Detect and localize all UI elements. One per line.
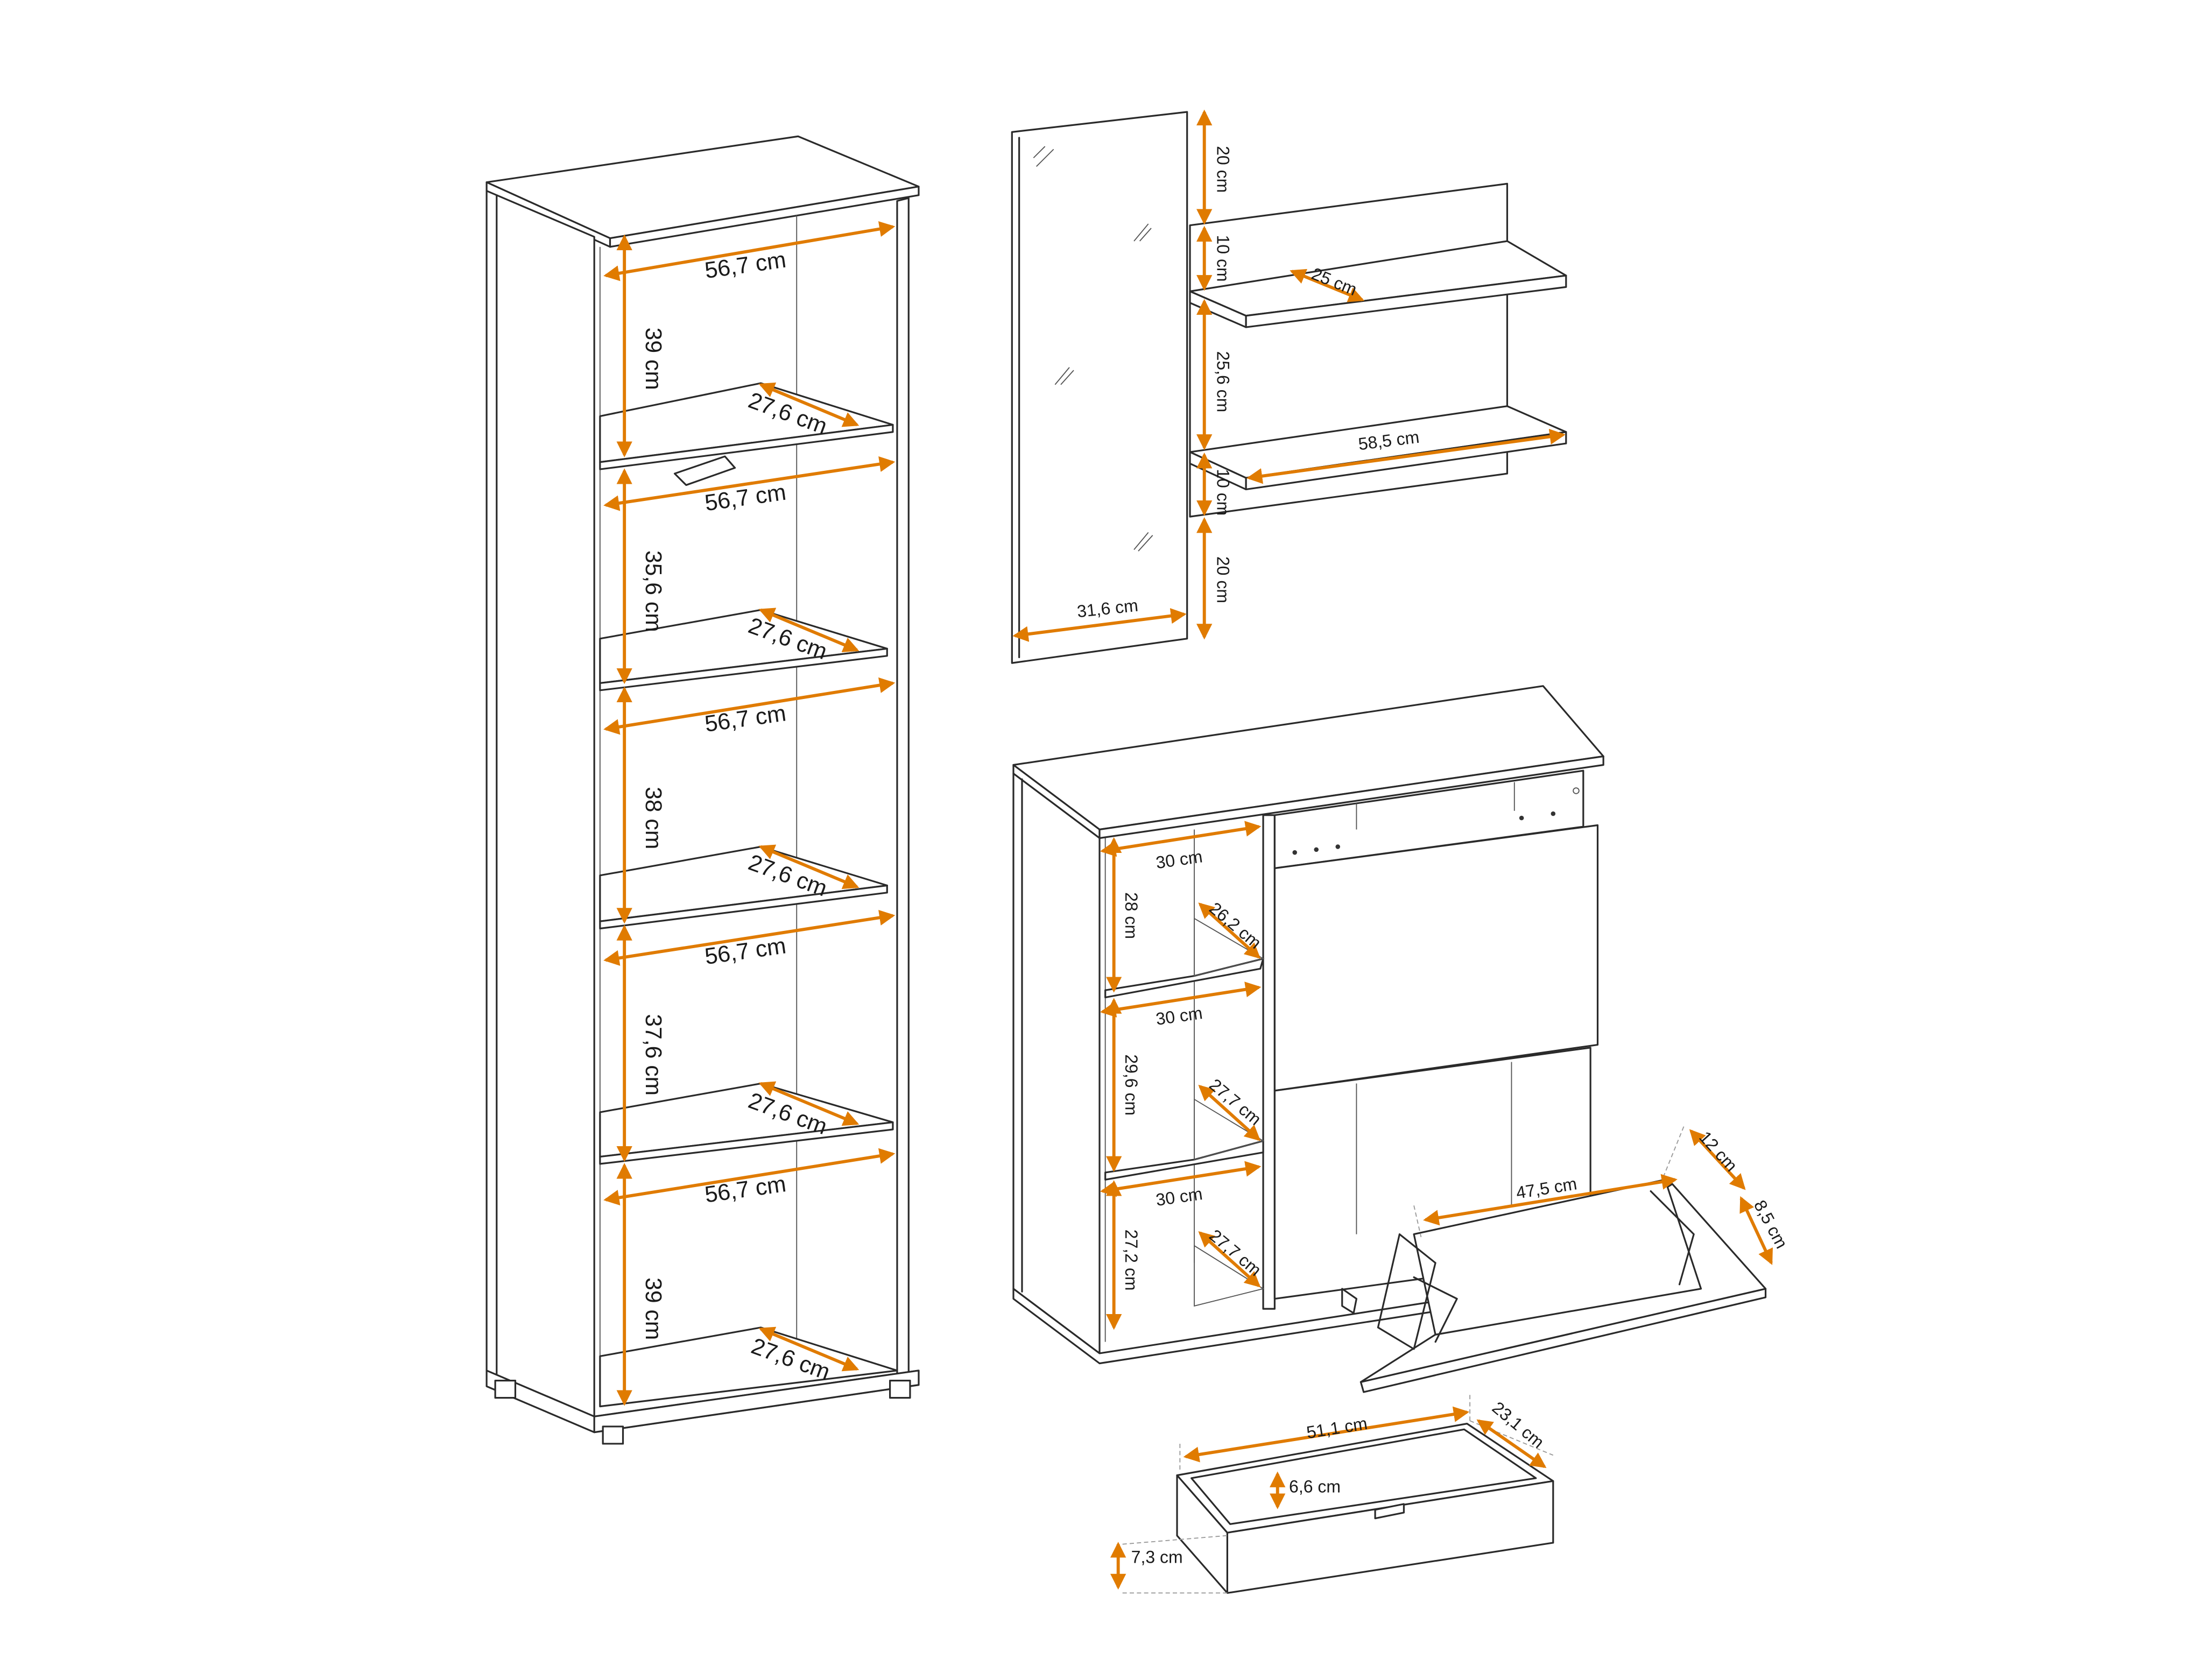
shelf-width-label-2: 56,7 cm [703, 479, 787, 517]
drawer-width-label: 51,1 cm [1305, 1414, 1369, 1442]
shelf-width-label-3: 56,7 cm [703, 700, 787, 737]
cabinet-shelf-width-label-2: 30 cm [1154, 1003, 1203, 1029]
drawer-inner-height-label: 6,6 cm [1289, 1477, 1341, 1496]
shelf-width-label-1: 56,7 cm [703, 247, 787, 284]
shoe-cabinet [1012, 685, 1767, 1393]
shelf-width-label-5: 56,7 cm [703, 1171, 787, 1208]
cabinet-compartment-height-label-2: 29,6 cm [1122, 1054, 1141, 1116]
cabinet-shelf-2 [1104, 1140, 1264, 1181]
wall-height-label-3: 25,6 cm [1214, 351, 1233, 412]
compartment-height-label-4: 37,6 cm [640, 1014, 666, 1096]
compartment-height-label-5: 39 cm [640, 1277, 666, 1340]
cabinet-shelf-depth-label-1: 26,2 cm [1206, 898, 1265, 952]
shelf-width-label-4: 56,7 cm [703, 933, 787, 970]
cabinet-compartment-height-label-3: 27,2 cm [1122, 1230, 1141, 1291]
tall-shelf-unit [485, 135, 920, 1445]
compartment-height-label-2: 35,6 cm [640, 550, 666, 632]
wall-height-label-4: 10 cm [1214, 469, 1233, 516]
shelf-unit-dimensions: 56,7 cm 56,7 cm 56,7 cm 56,7 cm 56,7 cm … [603, 221, 896, 1406]
flap-depth-label: 12 cm [1695, 1127, 1741, 1175]
shelf-3 [599, 845, 888, 930]
wall-panel [1189, 182, 1567, 518]
shelf-1 [599, 382, 894, 470]
mirror [1011, 111, 1188, 664]
compartment-height-label-1: 39 cm [640, 328, 666, 390]
cabinet-shelf-depth-label-2: 27,7 cm [1206, 1075, 1265, 1129]
wall-height-label-5: 20 cm [1214, 556, 1233, 603]
wall-height-label-1: 20 cm [1214, 146, 1233, 193]
cabinet-compartment-height-label-1: 28 cm [1122, 892, 1141, 939]
wall-panel-dimensions: 20 cm 10 cm 25,6 cm 10 cm 20 cm 25 cm 58… [1196, 109, 1566, 640]
cabinet-shelf-width-label-3: 30 cm [1154, 1184, 1203, 1210]
drawer-front-height-label: 7,3 cm [1131, 1547, 1183, 1566]
compartment-height-label-3: 38 cm [640, 787, 666, 849]
cabinet-shelf-width-label-1: 30 cm [1154, 846, 1203, 872]
wall-height-label-2: 10 cm [1214, 235, 1233, 281]
flap-height-label: 8,5 cm [1750, 1197, 1792, 1252]
